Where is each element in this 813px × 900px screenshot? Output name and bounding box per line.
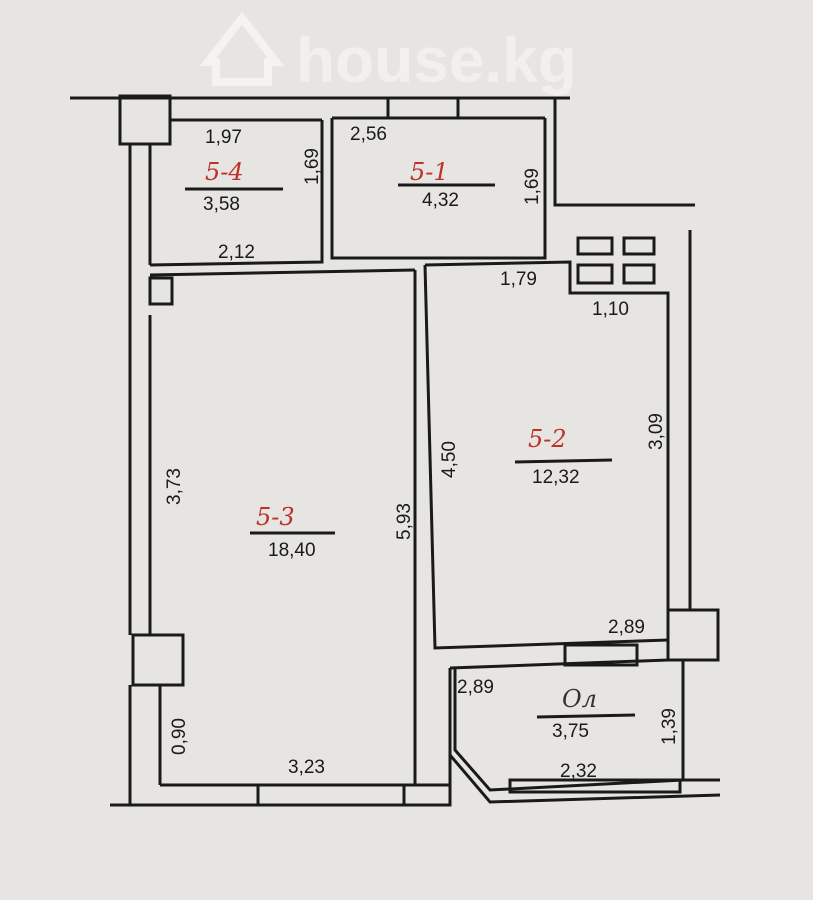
dimension: 2,89 — [608, 617, 645, 638]
dimension: 3,09 — [646, 413, 667, 450]
dimension: 2,56 — [350, 124, 387, 145]
room-id: 5-1 — [410, 158, 449, 186]
dimension: 1,69 — [522, 168, 543, 205]
dimension: 5,93 — [394, 503, 415, 540]
dimension: 2,12 — [218, 242, 255, 263]
house-icon — [199, 11, 285, 86]
dimension: 1,69 — [302, 148, 323, 185]
watermark-text: house.kg — [296, 24, 577, 96]
dimension: 0,90 — [169, 718, 190, 755]
room-id: Ол — [562, 685, 597, 713]
walls — [70, 94, 721, 807]
dimension: 3,73 — [164, 468, 185, 505]
watermark: house.kg — [199, 11, 577, 96]
dimension: 2,89 — [457, 677, 494, 698]
dimension: 1,10 — [592, 299, 629, 320]
room-area: 18,40 — [268, 540, 316, 561]
dimension: 3,23 — [288, 757, 325, 778]
room-area: 4,32 — [422, 190, 459, 211]
dimension-labels: 1,97 1,69 2,12 2,56 1,69 1,79 1,10 3,09 … — [164, 124, 680, 782]
room-id: 5-3 — [256, 503, 295, 531]
dimension: 1,79 — [500, 269, 537, 290]
dimension: 4,50 — [439, 441, 460, 478]
room-area: 12,32 — [532, 467, 580, 488]
room-id: 5-4 — [205, 158, 244, 186]
dimension: 1,97 — [205, 127, 242, 148]
dimension: 2,32 — [560, 761, 597, 782]
room-labels: 5-4 3,58 5-1 4,32 5-2 12,32 5-3 18,40 Ол… — [185, 158, 636, 742]
room-area: 3,58 — [203, 194, 240, 215]
room-id: 5-2 — [528, 425, 567, 453]
room-area: 3,75 — [552, 721, 589, 742]
dimension: 1,39 — [659, 708, 680, 745]
